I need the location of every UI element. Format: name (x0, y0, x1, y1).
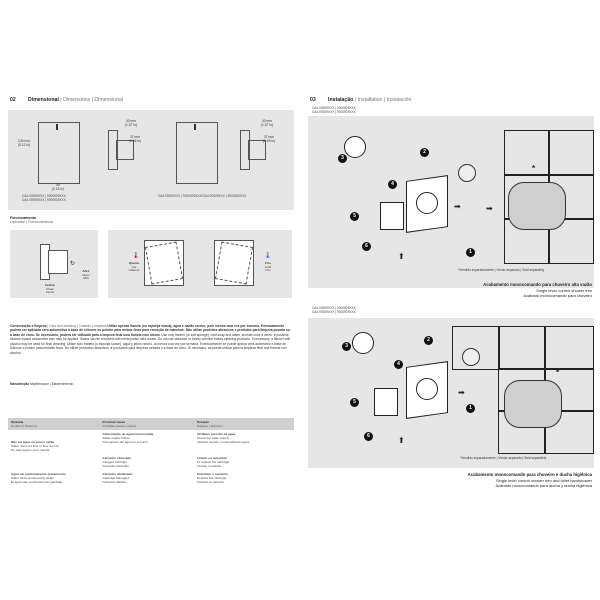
sold-separately-note: *Vendido separadamente | Vendo separado … (458, 268, 545, 272)
trim-plate-front-drawing (38, 122, 80, 184)
valve-body-2 (504, 380, 562, 428)
product-codes: CA4.00929XXX | 9000929XXX CA4.00929XXX |… (22, 194, 66, 203)
product-codes-bottom: CA4.00929XXX | 9000929XXX CA4.00929XXX |… (312, 306, 356, 315)
arrow-icon: ↻ (70, 261, 76, 267)
trim-plate-side-drawing-2 (240, 130, 250, 170)
callout-3: 3 (338, 154, 347, 163)
trim-plate-side-drawing (108, 130, 118, 170)
up-arrow-icon: ⬆ (398, 252, 405, 261)
callout-2: 2 (420, 148, 429, 157)
callout-6: 6 (362, 242, 371, 251)
page-number: 02 (10, 97, 16, 103)
trim-plate-front-drawing-2 (176, 122, 218, 184)
callout-1: 1 (466, 404, 475, 413)
product-codes-2: CA4.00929XXX | 9000929XXX/CA4.00929XXX |… (158, 194, 247, 198)
callout-1: 1 (466, 248, 475, 257)
right-arrow-icon: ➡ (486, 204, 493, 213)
thermometer-hot-icon: 🌡 (132, 253, 140, 259)
right-arrow-icon: ➡ (458, 388, 465, 397)
dim-depth-label-2: 40 mm (1.57 in) (260, 119, 274, 127)
callout-6: 6 (364, 432, 373, 441)
left-page: 02 Dimensional | Dimensions | Dimensiona… (8, 88, 294, 508)
callout-5: 5 (350, 398, 359, 407)
caption-1: Acabamento monocomando para chuveiro alt… (483, 282, 592, 298)
cap-ring (344, 136, 366, 158)
page-number: 03 (310, 97, 316, 103)
maintenance-title: Manutenção Maintenance | Mantenimiento (10, 382, 74, 386)
up-arrow-icon: ⬆ (398, 436, 405, 445)
right-arrow-icon: ➡ (454, 202, 461, 211)
dim-depth2-label-2: 37 mm (1.45 in) (262, 135, 276, 143)
callout-5: 5 (350, 212, 359, 221)
valve-body (508, 182, 566, 230)
callout-2: 2 (424, 336, 433, 345)
dim-height-label: 130 mm (5.12 in) (17, 139, 31, 147)
callout-4: 4 (394, 360, 403, 369)
right-page: 03 Instalação | Installation | Instalaci… (308, 88, 594, 508)
lever-handle (380, 202, 404, 230)
dimensions-section: 130 mm (5.12 in) 55 (2.16 in) 40 mm (1.5… (8, 110, 294, 210)
dim-width-label: 55 (2.16 in) (51, 183, 65, 191)
thermometer-cold-icon: 🌡 (264, 253, 272, 259)
dim-depth-label: 40 mm (1.57 in) (124, 119, 138, 127)
sold-separately-note: *Vendido separadamente | Vendo separado … (460, 456, 547, 460)
callout-3: 3 (342, 342, 351, 351)
caption-2: Acabamento monocomando para chuveiro e d… (467, 472, 592, 488)
dim-depth2-label: 37 mm (1.45 in) (128, 135, 142, 143)
lever-handle-2 (374, 388, 398, 416)
installation-diagram-2: 1 2 3 4 5 6 * ⬆ ➡ *Vendido separadamente… (308, 318, 594, 468)
callout-4: 4 (388, 180, 397, 189)
product-codes-top: CA4.00929XXX | 9000929XXX CA4.00929XXX |… (312, 106, 356, 115)
star-mark: * (532, 164, 536, 173)
table-row: Água sai continuamente (vazamento)Water … (11, 472, 229, 484)
installation-diagram-1: 1 2 3 4 5 6 * ⬆ ➡ ➡ *Vendido separadamen… (308, 116, 594, 288)
page-title: Instalação | Installation | Instalación (328, 97, 412, 103)
star-mark: * (556, 368, 560, 377)
adapter-part (458, 164, 476, 182)
care-cleaning-text: Conservação e limpeza | Care and cleanin… (10, 324, 291, 355)
page-title: Dimensional | Dimensions | Dimensional (28, 97, 123, 103)
